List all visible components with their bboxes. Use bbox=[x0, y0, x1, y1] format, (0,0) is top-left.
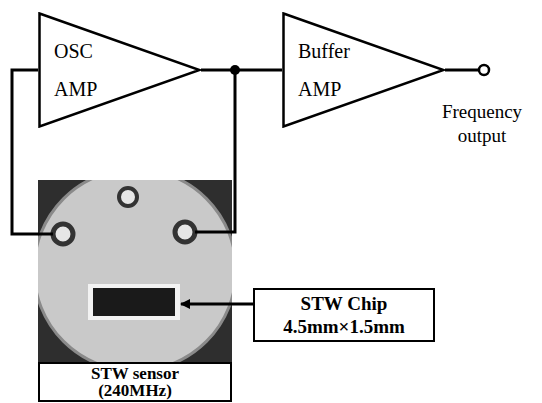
label-box: STW Chip 4.5mm×1.5mm bbox=[253, 288, 435, 342]
output-terminal bbox=[479, 65, 489, 75]
amplifier-name: Buffer AMP bbox=[298, 32, 368, 108]
sensor-pin bbox=[53, 224, 73, 244]
box-label: STW sensor (240MHz) bbox=[70, 365, 200, 399]
triangle-outline bbox=[282, 12, 445, 128]
stw-chip bbox=[93, 288, 175, 316]
sensor-pin bbox=[175, 222, 195, 242]
leader-arrow bbox=[181, 303, 253, 306]
amplifier-triangle: OSC AMP bbox=[38, 12, 201, 128]
triangle-outline bbox=[38, 12, 201, 128]
output-label: Frequency output bbox=[424, 100, 540, 148]
wire bbox=[195, 70, 235, 232]
chip-frame bbox=[88, 284, 180, 320]
sensor-pin bbox=[119, 188, 137, 206]
label-box: STW sensor (240MHz) bbox=[38, 362, 232, 402]
box-label: STW Chip 4.5mm×1.5mm bbox=[274, 292, 414, 338]
wire bbox=[445, 69, 479, 72]
signal-wire bbox=[201, 70, 282, 71]
amplifier-triangle: Buffer AMP bbox=[282, 12, 445, 128]
sensor-base bbox=[38, 180, 232, 362]
amplifier-name: OSC AMP bbox=[54, 32, 124, 108]
